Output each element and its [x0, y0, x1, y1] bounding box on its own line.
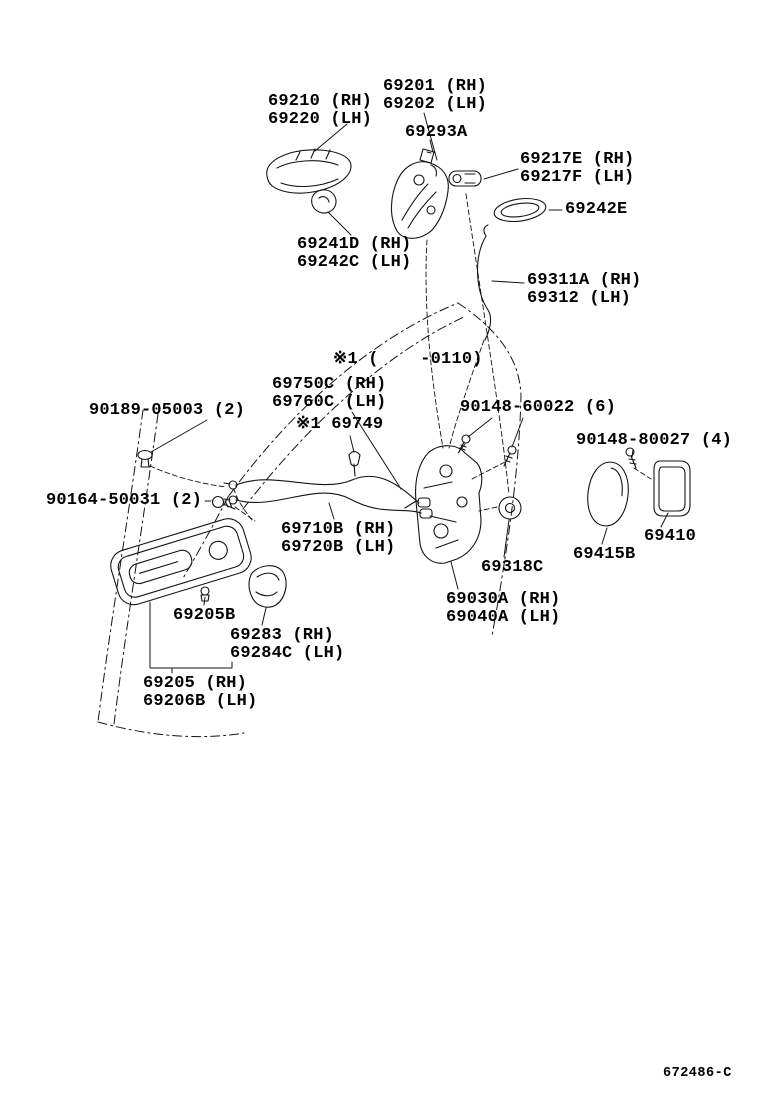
lock-cables-part: [223, 475, 433, 519]
part-label-69205b: 69205B: [173, 606, 236, 625]
seal-69415b-part: [587, 461, 629, 527]
part-label-69283: 69283 (RH)69284C (LH): [230, 626, 345, 663]
part-label-69241d: 69241D (RH)69242C (LH): [297, 235, 412, 272]
cover-69283-part: [248, 565, 287, 608]
screw-60022-part: [458, 434, 517, 467]
part-label-69410: 69410: [644, 527, 697, 546]
key-cylinder-part: [448, 170, 482, 187]
part-label-69030a: 69030A (RH)69040A (LH): [446, 590, 561, 627]
part-label-90164-50031: 90164-50031 (2): [46, 491, 203, 510]
clip-69749-part: [348, 450, 361, 477]
part-label-69311a: 69311A (RH)69312 (LH): [527, 271, 642, 308]
doc-number: 672486-C: [663, 1066, 732, 1081]
part-label-69205: 69205 (RH)69206B (LH): [143, 674, 258, 711]
clip-69241d-part: [311, 189, 337, 214]
part-label-69710b: 69710B (RH)69720B (LH): [281, 520, 396, 557]
part-label-69242e: 69242E: [565, 200, 628, 219]
handle-frame-part: [390, 161, 449, 239]
part-label-90148-80027: 90148-80027 (4): [576, 431, 733, 450]
clip-69205b-part: [200, 586, 210, 602]
part-label-90189-05003: 90189-05003 (2): [89, 401, 246, 420]
clip-90189-part: [137, 449, 153, 468]
part-label-69217e: 69217E (RH)69217F (LH): [520, 150, 635, 187]
lock-rod-part: [477, 224, 492, 341]
part-label-note-1: ※1 ( -0110): [333, 350, 483, 369]
part-label-69293a: 69293A: [405, 123, 468, 142]
gasket-69242e-part: [493, 197, 547, 223]
part-label-69415b: 69415B: [573, 545, 636, 564]
outer-handle-part: [266, 148, 352, 194]
part-label-69210: 69210 (RH)69220 (LH): [268, 92, 373, 129]
part-label-69201: 69201 (RH)69202 (LH): [383, 77, 488, 114]
screw-80027-part: [625, 447, 637, 469]
inside-handle-part: [110, 518, 252, 606]
part-label-69750c: 69750C (RH)69760C (LH): [272, 375, 387, 412]
leader-lines: [149, 112, 669, 674]
grommet-69318c-part: [498, 496, 522, 520]
part-label-90148-60022: 90148-60022 (6): [460, 398, 617, 417]
part-label-69318c: 69318C: [481, 558, 544, 577]
door-lock-part: [404, 445, 483, 564]
cover-69410-part: [653, 460, 691, 517]
screw-50031-part: [211, 495, 236, 510]
part-label-69749: ※1 69749: [296, 415, 384, 434]
